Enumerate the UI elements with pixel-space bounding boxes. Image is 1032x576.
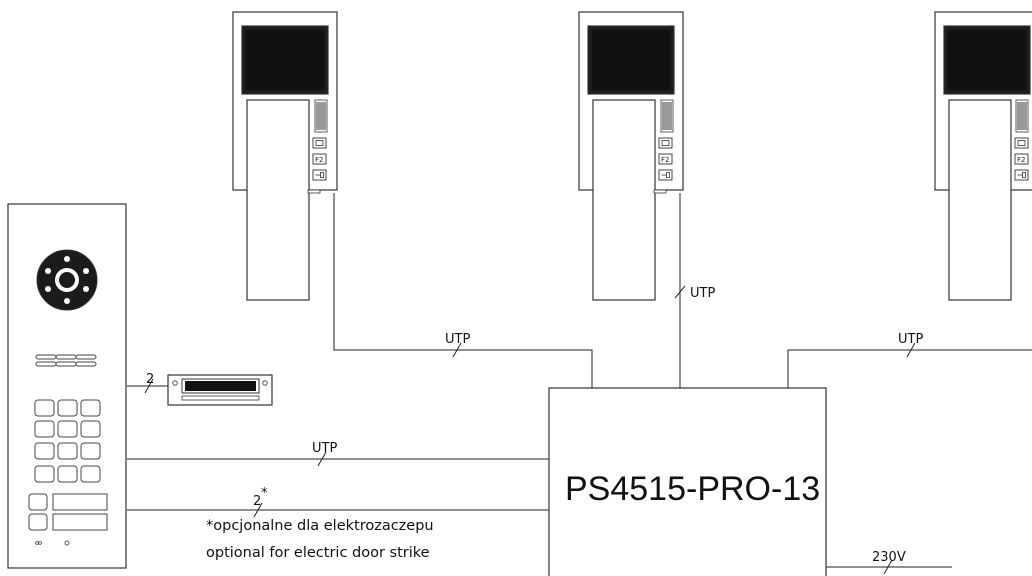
monitor-handset: [948, 99, 1012, 301]
wire-monitor-right: [787, 349, 1032, 388]
speaker-grille-icon: [1015, 99, 1029, 133]
speaker-grille-icon: [314, 99, 328, 133]
wire-monitor-left: [333, 193, 593, 388]
monitor-button-f2-label: F2: [315, 156, 323, 164]
camera-icon: [36, 249, 98, 311]
monitor-button-1: [1014, 137, 1029, 149]
monitor-button-f2-label: F2: [661, 156, 669, 164]
label-utp-monitor-center: UTP: [690, 286, 715, 301]
power-supply-model: PS4515-PRO-13: [565, 470, 820, 508]
call-buttons: [28, 493, 108, 531]
power-supply-box: [548, 387, 827, 576]
speaker-grille-icon: [660, 99, 674, 133]
monitor-button-f2-label: F2: [1017, 156, 1025, 164]
wires: [127, 193, 1032, 575]
monitor-handset: [246, 99, 310, 301]
monitor-button-f2: [1014, 153, 1029, 165]
label-utp-monitor-right: UTP: [898, 332, 923, 347]
label-utp-panel: UTP: [312, 441, 337, 456]
label-power: 230V: [872, 550, 906, 565]
power-supply: PS4515-PRO-13: [548, 387, 827, 576]
outdoor-panel: [7, 203, 127, 569]
panel-indicators: [35, 540, 70, 546]
door-strike-icon: [167, 374, 273, 406]
monitor-right: F2: [934, 11, 1032, 301]
note-optional-en: optional for electric door strike: [206, 545, 430, 561]
monitor-button-f2: [658, 153, 673, 165]
note-optional-pl: *opcjonalne dla elektrozaczepu: [206, 518, 434, 534]
monitor-button-1: [312, 137, 327, 149]
keypad-icon: [34, 399, 101, 483]
label-lock-pairs: 2: [146, 372, 154, 387]
monitor-button-f2: [312, 153, 327, 165]
monitor-left: F2: [232, 11, 338, 301]
monitor-button-1: [658, 137, 673, 149]
label-strike-pairs: 2: [253, 494, 261, 509]
label-utp-monitor-left: UTP: [445, 332, 470, 347]
label-strike-asterisk: *: [261, 486, 268, 501]
monitor-handset: [592, 99, 656, 301]
monitor-center: F2: [578, 11, 684, 301]
speaker-grille-icon: [35, 352, 97, 368]
